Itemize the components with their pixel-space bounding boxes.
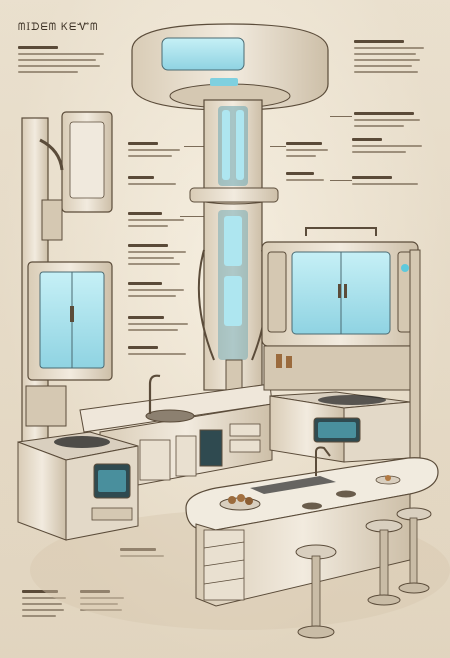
annotation-right-3 — [352, 176, 422, 185]
island-cooktop — [250, 476, 336, 494]
annotation-right-2 — [352, 138, 422, 153]
annotation-column-1 — [286, 142, 330, 157]
annotation-center-5 — [128, 282, 188, 297]
left-range-oven — [17, 431, 139, 541]
right-cabinet-handle-left — [338, 284, 341, 298]
island-faucet — [315, 446, 331, 476]
annotation-bottom-left — [22, 590, 68, 617]
annotation-column-2 — [286, 172, 326, 181]
bar-stool — [295, 544, 337, 639]
leader-line — [180, 216, 220, 217]
leader-line — [184, 146, 218, 147]
bar-stool — [396, 507, 432, 594]
cooktop — [54, 436, 110, 448]
right-cabinet-handle-right — [344, 284, 347, 298]
kitchen-island — [185, 446, 439, 607]
leader-line — [270, 146, 286, 147]
annotation-top-right — [354, 40, 424, 73]
back-counter — [79, 374, 273, 493]
sheet-title: ᗰIᗪᗴᗰ ᏦᗴᏉᗰ — [18, 22, 99, 33]
ceiling-hood — [131, 23, 329, 111]
annotation-top-left — [18, 46, 104, 73]
right-lower-oven — [269, 249, 421, 463]
annotation-center-6 — [128, 316, 190, 331]
bar-stool — [365, 519, 403, 606]
leader-line — [330, 180, 352, 181]
hood-indicator-light — [210, 78, 238, 86]
annotation-center-4 — [128, 244, 188, 265]
annotation-center-1 — [128, 142, 182, 157]
annotation-bottom-center — [120, 548, 166, 557]
annotation-mid-right — [354, 112, 424, 127]
faucet — [148, 374, 161, 414]
annotation-center-3 — [128, 212, 186, 227]
central-column — [189, 99, 279, 391]
left-cabinet-handle — [70, 306, 74, 322]
annotation-center-2 — [128, 176, 178, 185]
bowl — [302, 502, 322, 510]
hood-display-screen — [161, 37, 245, 71]
bowl — [336, 490, 356, 498]
right-upper-cabinet — [261, 227, 419, 391]
left-tall-cabinet — [21, 111, 113, 449]
leader-line — [330, 116, 352, 117]
annotation-bottom-2 — [80, 590, 126, 611]
sink-basin — [145, 409, 195, 423]
annotation-center-7 — [128, 346, 188, 355]
